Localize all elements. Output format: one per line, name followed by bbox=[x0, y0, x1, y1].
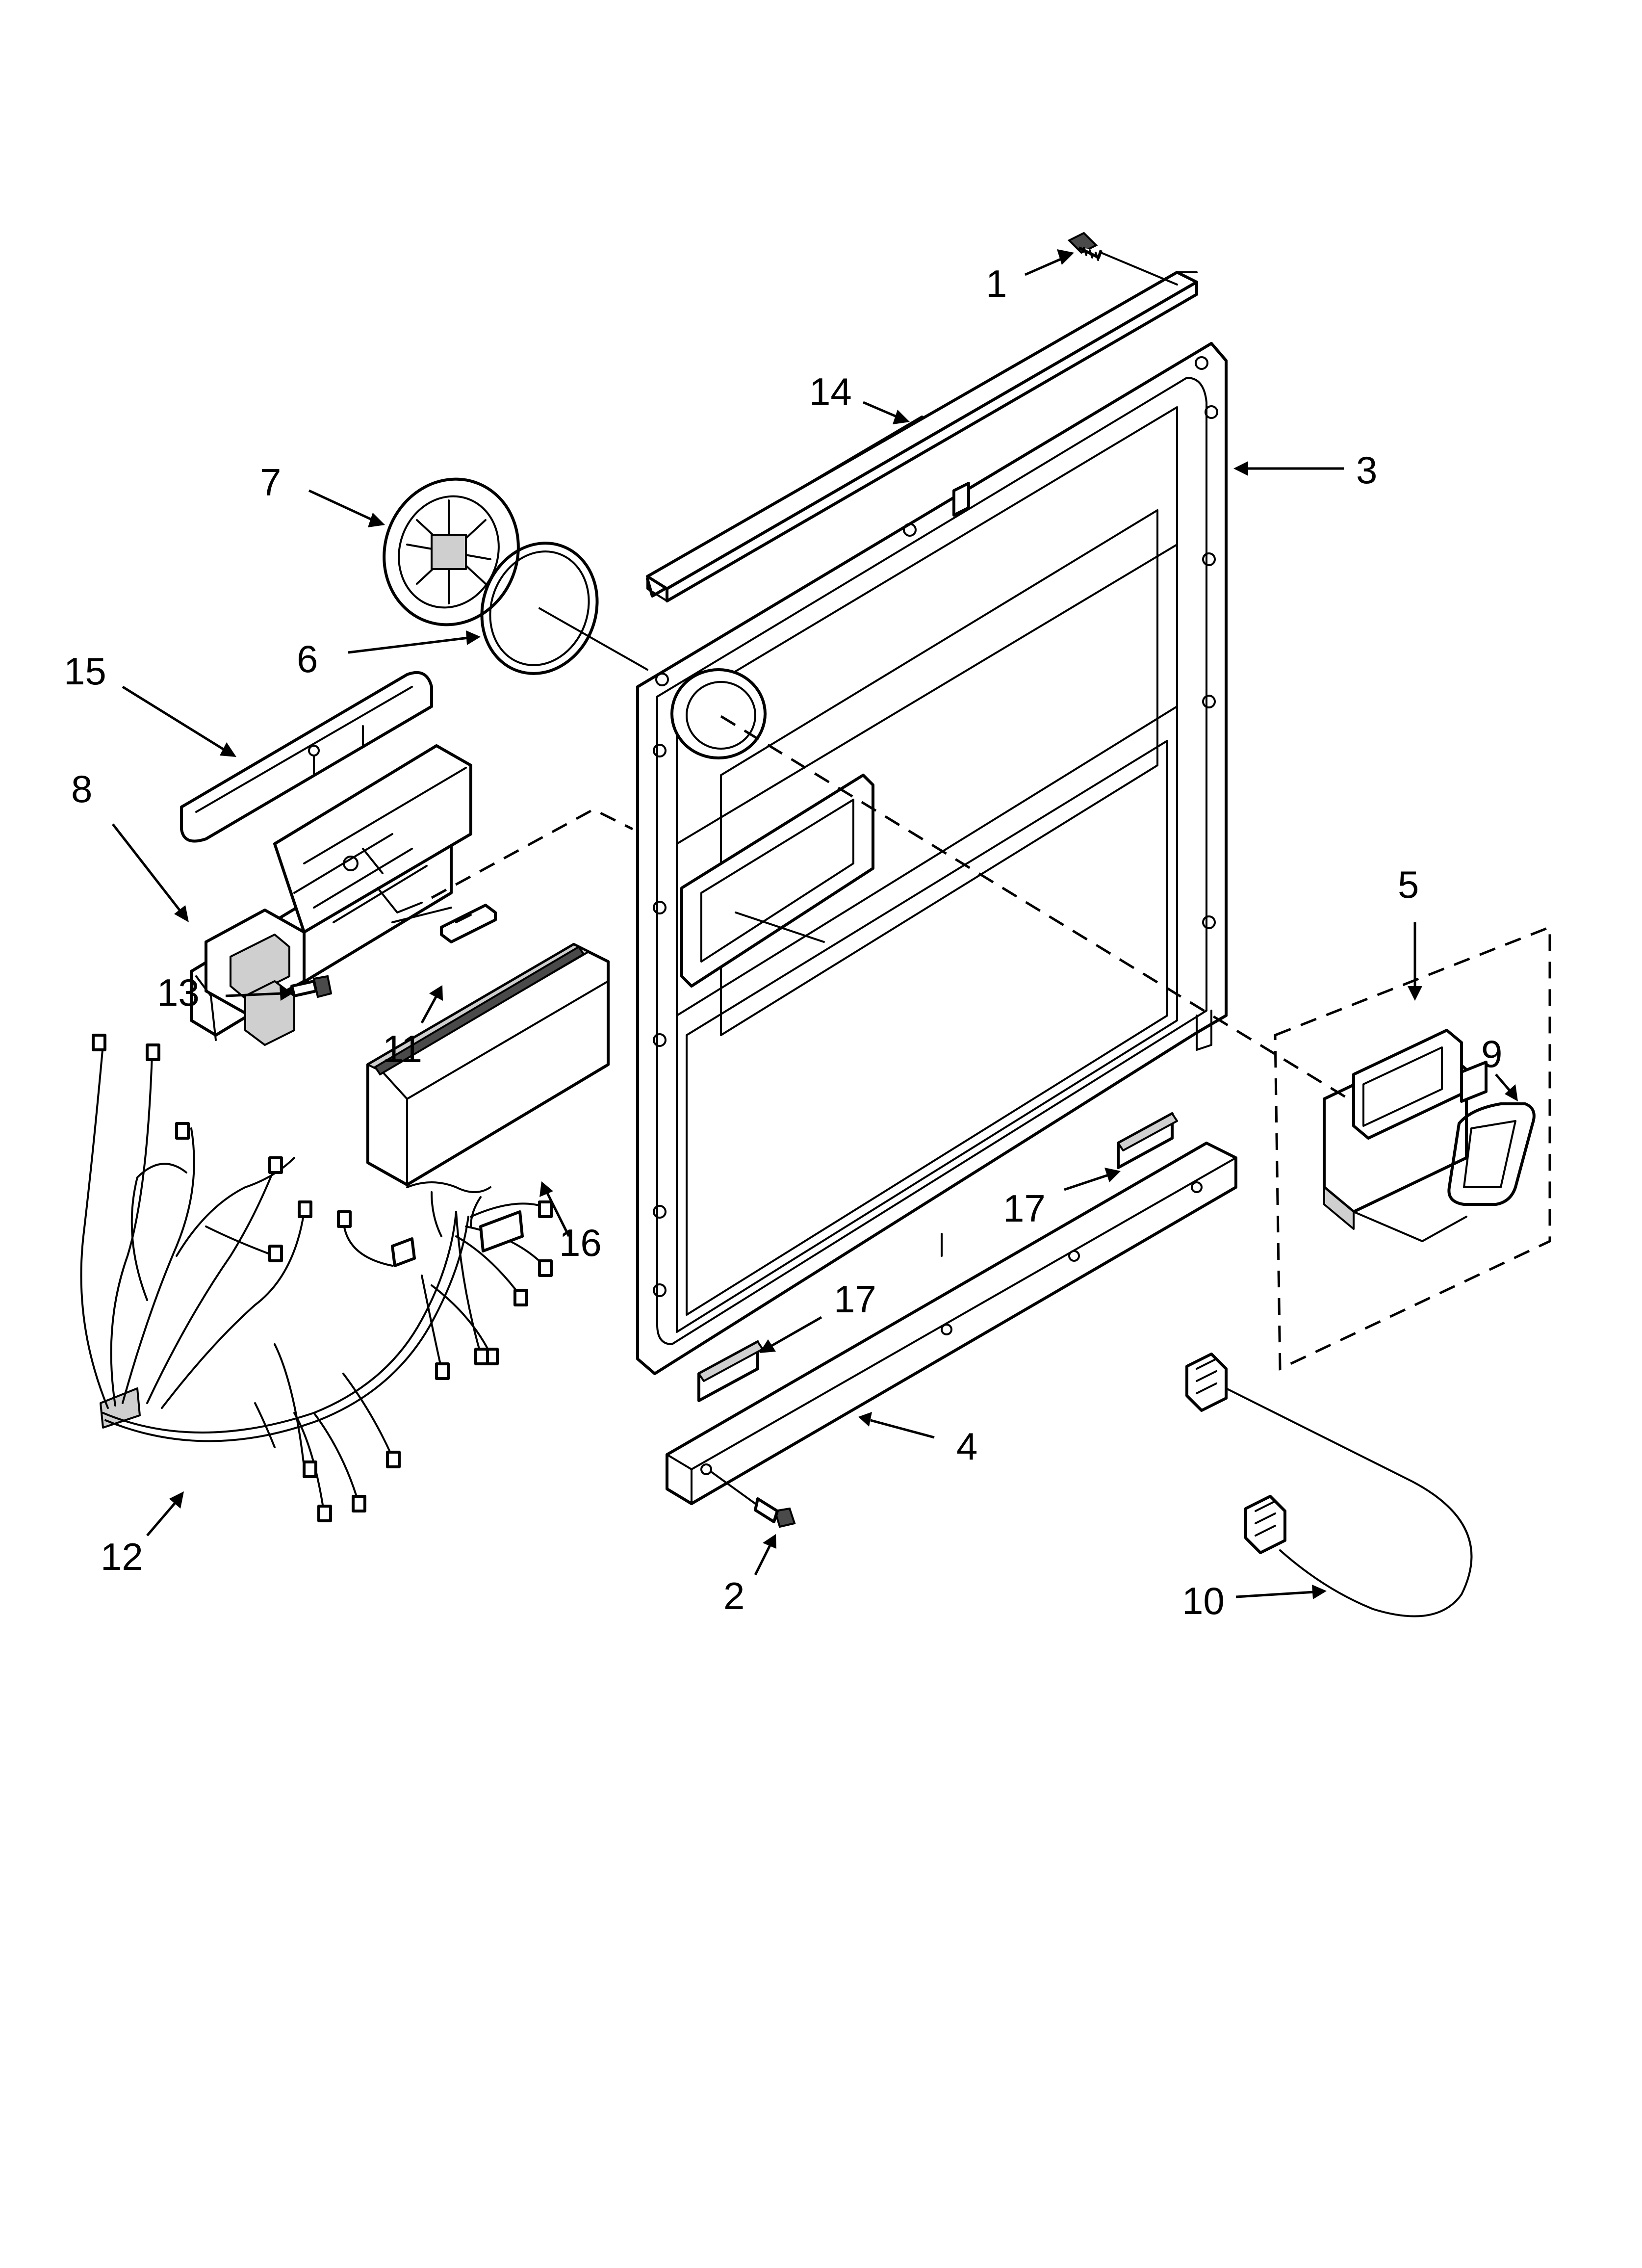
callout-10: 10 bbox=[1182, 1579, 1225, 1622]
callout-17-lower: 17 bbox=[834, 1277, 876, 1321]
callout-16: 16 bbox=[559, 1221, 602, 1264]
callout-8: 8 bbox=[71, 767, 92, 810]
callout-15: 15 bbox=[64, 650, 106, 693]
callout-3: 3 bbox=[1356, 448, 1377, 492]
callout-13: 13 bbox=[157, 971, 200, 1014]
part-1-screw bbox=[1067, 232, 1178, 286]
part-9-vent-gasket bbox=[1447, 1102, 1536, 1206]
callout-11: 11 bbox=[383, 1027, 422, 1070]
leader-arrows bbox=[112, 249, 1518, 1599]
callout-9: 9 bbox=[1481, 1032, 1502, 1075]
callout-6: 6 bbox=[297, 637, 318, 680]
part-10-wire-harness bbox=[1185, 1353, 1473, 1617]
alignment-lines bbox=[431, 607, 1551, 1371]
callout-14: 14 bbox=[809, 370, 852, 413]
part-6-gasket-ring bbox=[480, 542, 599, 675]
part-4-bottom-rail bbox=[666, 1142, 1237, 1505]
part-17-bracket-upper bbox=[1117, 1112, 1178, 1169]
part-15-trim-piece bbox=[180, 671, 433, 843]
part-8-control-assembly bbox=[190, 744, 472, 1046]
part-16-seal-strip bbox=[366, 943, 610, 1186]
callout-4: 4 bbox=[956, 1425, 977, 1468]
callout-7: 7 bbox=[260, 461, 281, 504]
part-5-vent-assembly bbox=[1323, 1029, 1488, 1242]
part-11-clip bbox=[440, 904, 497, 943]
callout-12: 12 bbox=[101, 1535, 143, 1578]
part-17-bracket-lower bbox=[697, 1340, 764, 1402]
part-2-screw bbox=[710, 1471, 796, 1528]
callout-1: 1 bbox=[986, 262, 1007, 305]
callout-5: 5 bbox=[1398, 863, 1419, 906]
callout-2: 2 bbox=[723, 1574, 744, 1617]
callout-labels: 1 2 3 4 5 6 7 8 9 10 11 12 13 14 15 16 1… bbox=[64, 262, 1502, 1622]
part-14-top-rail bbox=[646, 271, 1198, 602]
part-12-main-wire-harness bbox=[80, 1034, 553, 1522]
part-7-vent-cover bbox=[383, 477, 520, 626]
callout-17-upper: 17 bbox=[1003, 1187, 1046, 1230]
